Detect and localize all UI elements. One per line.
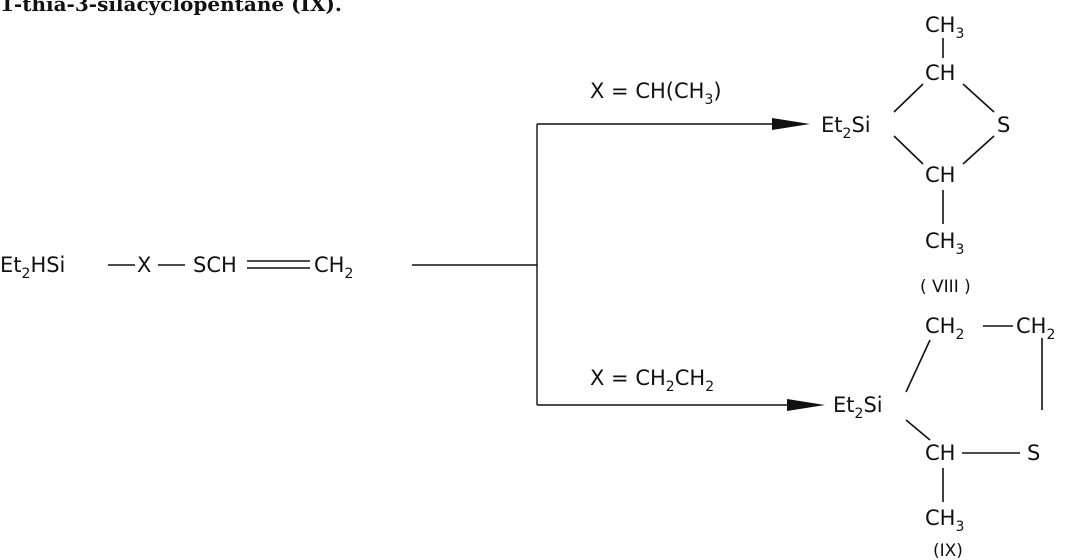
product8-ch-top: CH: [925, 61, 955, 85]
bond8-si-ch-bottom: [893, 135, 924, 165]
caption-text: 1-thia-3-silacyclopentane (IX).: [0, 0, 342, 16]
arrow-lower-head: [787, 399, 825, 411]
product9-ch: CH: [925, 441, 955, 465]
bond9-si-ch2: [905, 339, 931, 393]
product9-et2si: Et2Si: [833, 393, 883, 422]
product9-ch2-b: CH2: [1016, 314, 1055, 343]
product8-label: ( VIII ): [920, 277, 971, 297]
condition-upper: X = CH(CH3): [590, 79, 722, 108]
bond8-ch-bottom-s: [962, 135, 995, 165]
reactant-sch: SCH: [193, 253, 237, 277]
product9-ch3: CH3: [925, 506, 964, 535]
bond8-ch-top-s: [962, 83, 995, 113]
arrow-upper-head: [772, 118, 810, 130]
bond9-si-ch: [905, 419, 931, 441]
product8-s: S: [997, 113, 1010, 137]
product8-ch3-top: CH3: [925, 13, 964, 42]
condition-lower: X = CH2CH2: [590, 366, 714, 395]
bond8-si-ch-top: [893, 83, 924, 113]
reactant-ch2: CH2: [314, 253, 353, 282]
product9-label: (IX): [933, 541, 963, 560]
product8-ch3-bottom: CH3: [925, 229, 964, 258]
reactant-et2hsi: Et2HSi: [0, 253, 65, 282]
product8-ch-bottom: CH: [925, 163, 955, 187]
product9-s: S: [1027, 441, 1040, 465]
reactant-x: X: [137, 253, 151, 277]
product9-ch2-a: CH2: [925, 314, 964, 343]
product8-et2si: Et2Si: [821, 113, 871, 142]
